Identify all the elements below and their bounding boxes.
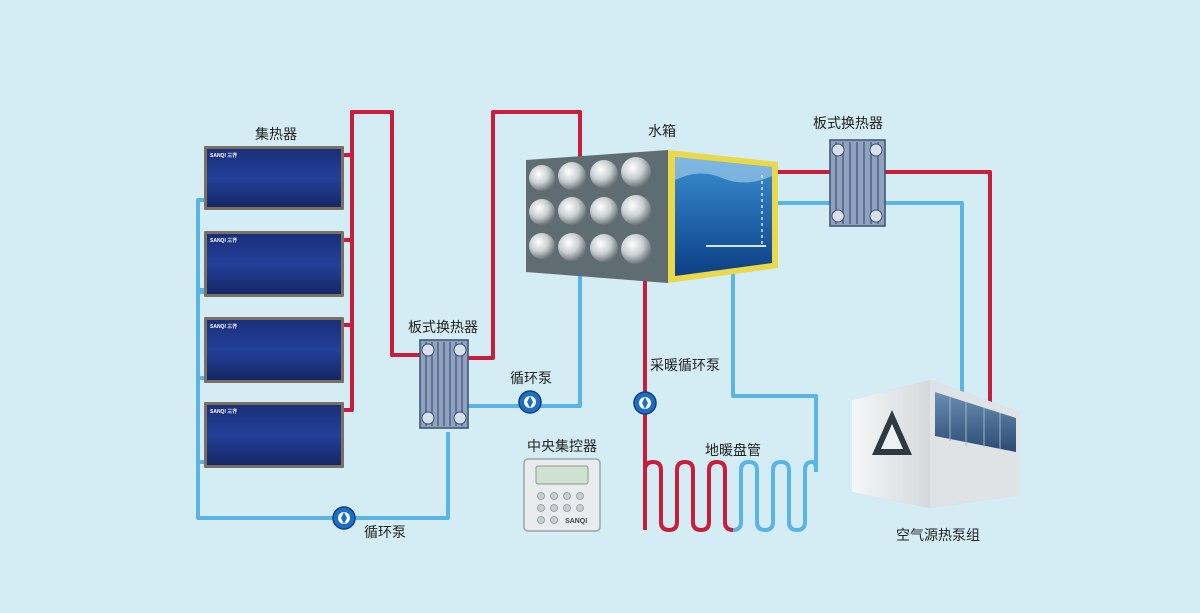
hot-pipe-hx-tank bbox=[468, 110, 582, 360]
hot-pipe-hx-heatpump bbox=[885, 170, 992, 415]
label-hx-left: 板式换热器 bbox=[408, 319, 478, 336]
floor-coil-cold-section bbox=[732, 459, 818, 533]
collector-panel-1: SANQI 三齐 bbox=[204, 146, 344, 210]
pump-mid-icon bbox=[518, 390, 542, 414]
water-tank bbox=[526, 150, 778, 283]
label-floor-coil: 地暖盘管 bbox=[705, 442, 761, 459]
controller-brand: SANQI bbox=[565, 518, 587, 525]
hot-pipe-collector-header bbox=[343, 153, 354, 412]
panel-brand-1: SANQI 三齐 bbox=[210, 152, 238, 159]
cold-pipe-hx-heatpump bbox=[885, 201, 964, 405]
pump-heating-icon bbox=[633, 391, 657, 415]
panel-brand-4: SANQI 三齐 bbox=[210, 408, 238, 415]
plate-heat-exchanger-left bbox=[419, 339, 469, 429]
plate-heat-exchanger-right bbox=[829, 139, 886, 227]
label-heating-pump: 采暖循环泵 bbox=[650, 358, 720, 374]
floor-coil-hot-section bbox=[643, 459, 734, 533]
cold-pipe-tank-hx bbox=[460, 275, 582, 408]
label-collector: 集热器 bbox=[255, 126, 297, 143]
label-pump-bottom: 循环泵 bbox=[364, 525, 406, 541]
tank-ball-panels bbox=[529, 157, 651, 264]
central-controller: SANQI bbox=[523, 458, 601, 532]
air-source-heat-pump-unit bbox=[852, 380, 1020, 508]
collector-panel-4: SANQI 三齐 bbox=[204, 402, 344, 468]
hot-pipe-collector-hx bbox=[350, 110, 420, 357]
collector-panel-2: SANQI 三齐 bbox=[204, 231, 344, 297]
panel-brand-2: SANQI 三齐 bbox=[210, 237, 238, 244]
label-tank: 水箱 bbox=[648, 124, 676, 140]
panel-brand-3: SANQI 三齐 bbox=[210, 323, 238, 330]
label-heat-pump-unit: 空气源热泵组 bbox=[896, 528, 980, 544]
collector-panel-3: SANQI 三齐 bbox=[204, 317, 344, 383]
label-hx-top: 板式换热器 bbox=[813, 115, 883, 132]
pump-bottom-icon bbox=[332, 506, 356, 530]
label-controller: 中央集控器 bbox=[527, 438, 597, 455]
cold-pipe-tank-coil bbox=[731, 272, 818, 472]
floor-heating-coil bbox=[643, 459, 818, 533]
label-pump-mid: 循环泵 bbox=[510, 371, 552, 387]
cold-pipes bbox=[196, 198, 964, 520]
solar-collector-array: SANQI 三齐 SANQI 三齐 SANQI 三齐 SANQI 三齐 bbox=[204, 146, 344, 468]
cold-pipe-collector-return bbox=[196, 198, 450, 520]
